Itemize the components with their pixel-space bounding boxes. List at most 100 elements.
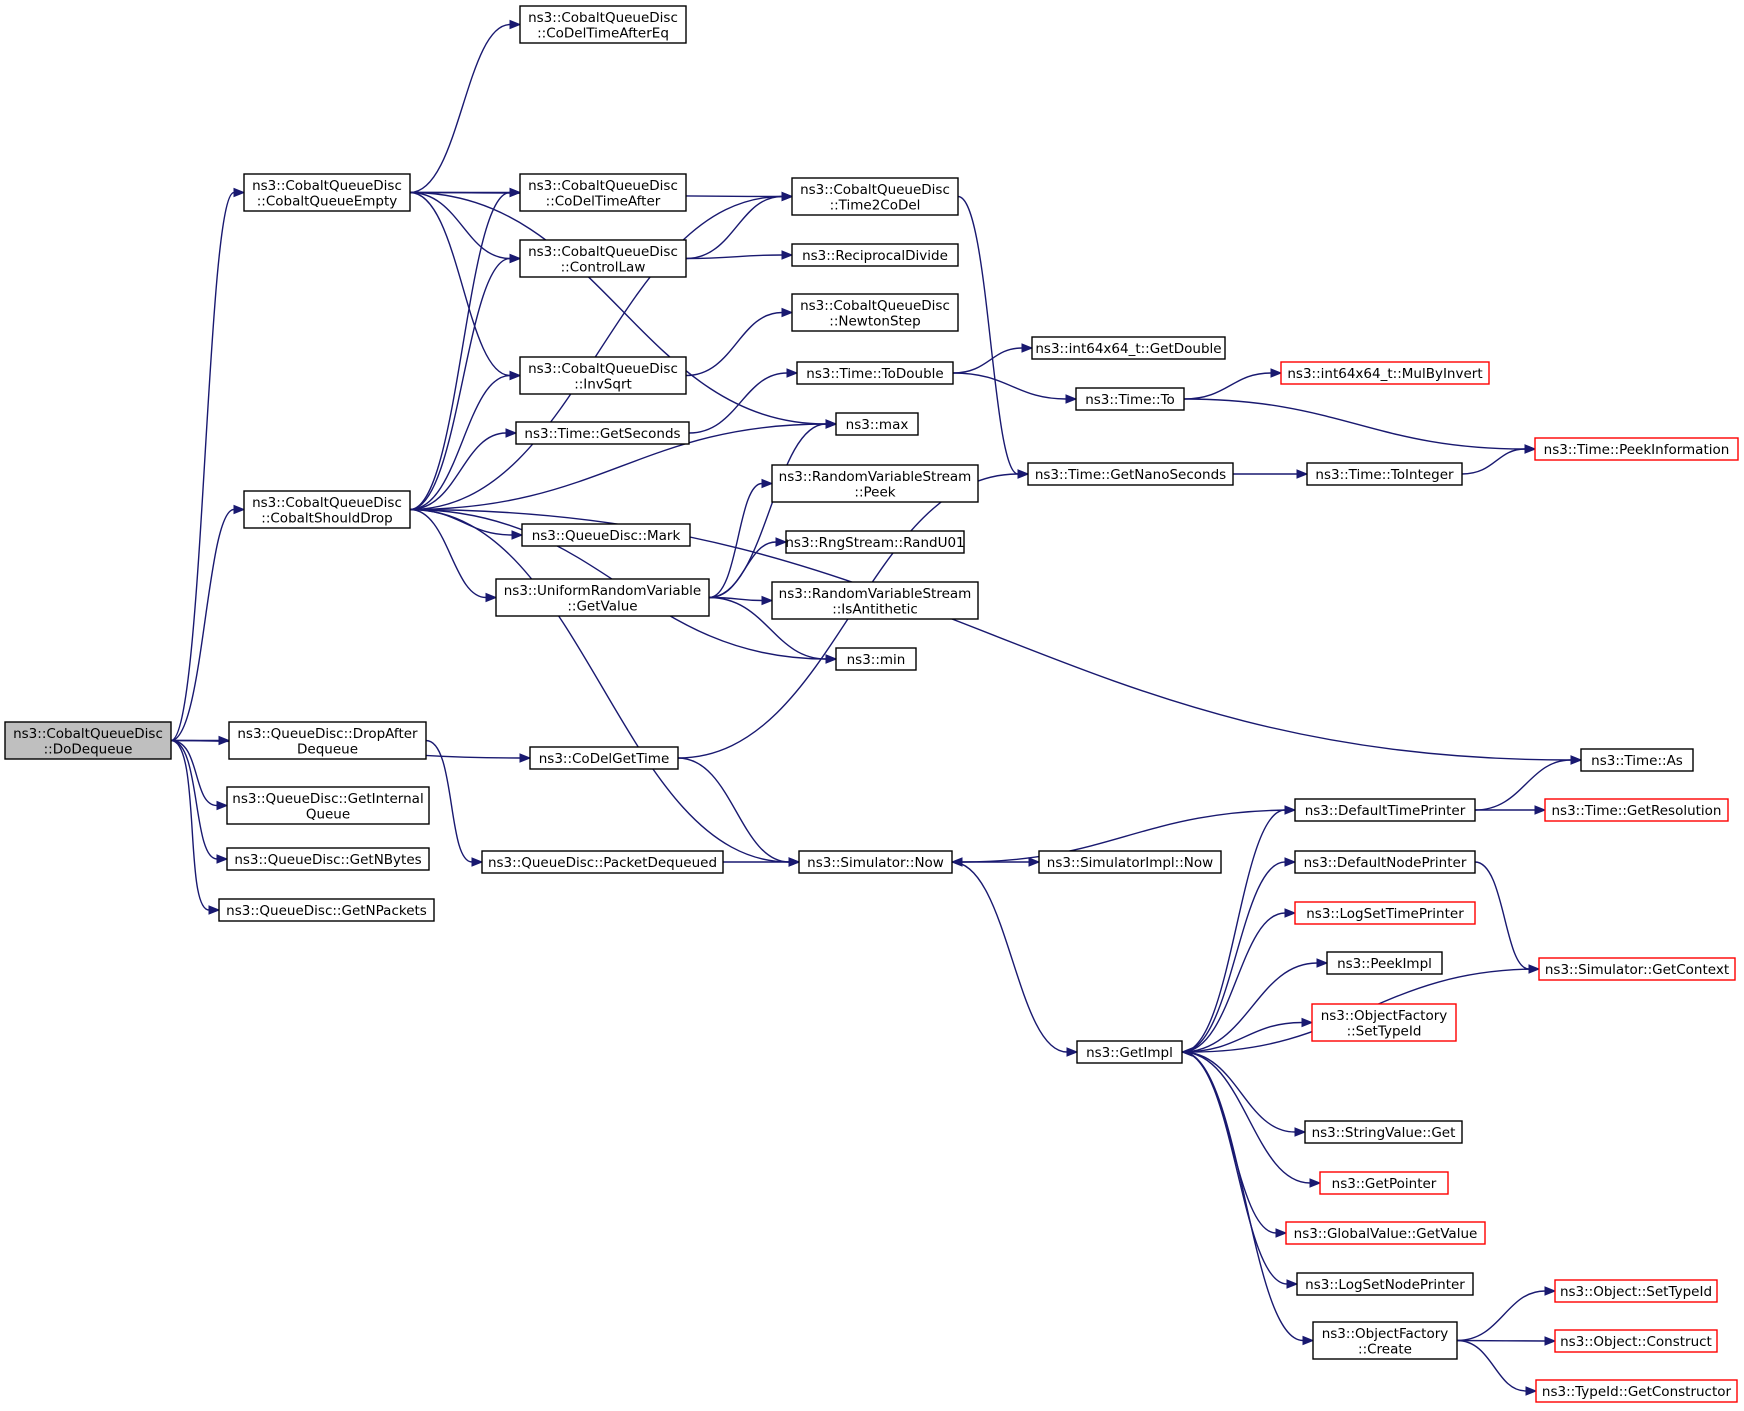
edge-dodequeue-to-cobaltshoulddrop [170,504,246,742]
node-box [228,721,427,760]
node-defaultnodeprinter[interactable]: ns3::DefaultNodePrinter [1294,850,1476,874]
edge-arrowhead [761,595,774,606]
edge-arrowhead [1284,857,1297,867]
node-codelgettime[interactable]: ns3::CoDelGetTime [529,746,679,770]
node-timetointeger[interactable]: ns3::Time::ToInteger [1306,462,1463,486]
node-getcontext[interactable]: ns3::Simulator::GetContext [1538,957,1736,981]
edge-arrowhead [208,905,221,915]
node-label: ns3::ReciprocalDivide [802,248,948,264]
edge-cobaltqueueempty-to-codeltimeaftereq [409,19,522,194]
edge-uniformgetvalue-to-randu01 [708,537,788,599]
node-box [1534,437,1739,461]
node-stringvalueget[interactable]: ns3::StringValue::Get [1304,1120,1463,1144]
edge-line [952,347,1023,374]
edge-cobaltshoulddrop-to-controllaw [409,253,522,511]
node-box [481,850,724,874]
edge-line [951,861,1068,1053]
node-label: ::IsAntithetic [832,601,918,617]
node-timeas[interactable]: ns3::Time::As [1580,748,1694,772]
node-peekimpl[interactable]: ns3::PeekImpl [1326,951,1443,975]
node-label: ns3::CobaltQueueDisc [528,10,678,26]
node-min[interactable]: ns3::min [835,647,917,671]
edge-line [170,739,218,807]
node-isantithetic[interactable]: ns3::RandomVariableStream::IsAntithetic [771,581,979,620]
node-rvspeek[interactable]: ns3::RandomVariableStream::Peek [771,464,979,503]
node-uniformgetvalue[interactable]: ns3::UniformRandomVariable::GetValue [495,578,710,617]
node-box [1554,1329,1718,1353]
edge-cobaltqueueempty-to-controllaw [409,191,522,264]
edge-controllaw-to-reciprocaldivide [685,250,794,260]
node-newtonstep[interactable]: ns3::CobaltQueueDisc::NewtonStep [791,293,959,332]
node-time2codel[interactable]: ns3::CobaltQueueDisc::Time2CoDel [791,177,959,216]
edge-arrowhead [1316,958,1329,968]
node-defaulttimeprinter[interactable]: ns3::DefaultTimePrinter [1294,798,1476,822]
edge-line [170,739,218,860]
node-logsetnodeprinter[interactable]: ns3::LogSetNodePrinter [1296,1272,1474,1296]
node-globalvaluegetvalue[interactable]: ns3::GlobalValue::GetValue [1285,1221,1486,1245]
edge-line [1181,912,1286,1053]
node-getnanoseconds[interactable]: ns3::Time::GetNanoSeconds [1027,462,1234,486]
node-reciprocaldivide[interactable]: ns3::ReciprocalDivide [791,243,959,267]
node-box [798,850,953,874]
node-getnpackets[interactable]: ns3::QueueDisc::GetNPackets [218,898,435,922]
node-simulatornow[interactable]: ns3::Simulator::Now [798,850,953,874]
edge-arrowhead [485,592,498,603]
node-invsqrt[interactable]: ns3::CobaltQueueDisc::InvSqrt [519,356,687,395]
node-label: ns3::max [846,417,909,433]
edge-line [685,311,783,377]
node-controllaw[interactable]: ns3::CobaltQueueDisc::ControlLaw [519,239,687,278]
node-peekinformation[interactable]: ns3::Time::PeekInformation [1534,437,1739,461]
edge-cobaltshoulddrop-to-uniformgetvalue [409,508,498,603]
node-typeidgetconstructor[interactable]: ns3::TypeId::GetConstructor [1535,1379,1738,1403]
edge-arrowhead [1570,755,1583,765]
node-logsettimeprinter[interactable]: ns3::LogSetTimePrinter [1294,901,1476,925]
edge-packetdequeued-to-simulatornow [723,857,801,867]
node-cobaltqueueempty[interactable]: ns3::CobaltQueueDisc::CobaltQueueEmpty [243,173,411,212]
node-dodequeue[interactable]: ns3::CobaltQueueDisc::DoDequeue [4,721,172,760]
node-getnbytes[interactable]: ns3::QueueDisc::GetNBytes [226,847,430,871]
node-label: ns3::GetPointer [1332,1176,1437,1192]
edges-layer [170,19,1583,1396]
node-objectconstruct[interactable]: ns3::Object::Construct [1554,1329,1718,1353]
edge-line [708,596,827,660]
edge-arrowhead [519,753,532,763]
node-label: ns3::Time::As [1591,753,1683,769]
edge-line [1181,1051,1311,1184]
node-cobaltshoulddrop[interactable]: ns3::CobaltQueueDisc::CobaltShouldDrop [243,490,411,529]
node-label: ns3::RandomVariableStream [779,586,972,602]
edge-getimpl-to-objfactorysettypeid [1181,1017,1314,1053]
node-objectsettypeid[interactable]: ns3::Object::SetTypeId [1554,1279,1718,1303]
node-getimpl[interactable]: ns3::GetImpl [1076,1040,1183,1064]
node-label: ns3::CobaltQueueDisc [528,361,678,377]
edge-line [1181,1051,1304,1342]
node-timetodouble[interactable]: ns3::Time::ToDouble [796,361,954,385]
node-packetdequeued[interactable]: ns3::QueueDisc::PacketDequeued [481,850,724,874]
node-objfactorycreate[interactable]: ns3::ObjectFactory::Create [1312,1321,1458,1360]
node-box [1580,748,1694,772]
edge-dodequeue-to-getinternalqueue [170,739,229,811]
node-int64getdouble[interactable]: ns3::int64x64_t::GetDouble [1031,336,1226,360]
node-timegetseconds[interactable]: ns3::Time::GetSeconds [515,421,690,445]
edge-line [708,423,827,599]
node-objfactorysettypeid[interactable]: ns3::ObjectFactory::SetTypeId [1311,1003,1457,1042]
edge-invsqrt-to-newtonstep [685,307,794,377]
node-getpointer[interactable]: ns3::GetPointer [1319,1171,1449,1195]
edge-line [1181,962,1318,1053]
edge-line [952,372,1067,400]
edge-arrowhead [1525,1386,1538,1396]
node-mulbyinvert[interactable]: ns3::int64x64_t::MulByInvert [1280,361,1490,385]
node-max[interactable]: ns3::max [835,412,919,436]
edge-line [1181,861,1286,1053]
node-codeltimeaftereq[interactable]: ns3::CobaltQueueDisc::CoDelTimeAfterEq [519,5,687,44]
edge-line [1183,398,1526,450]
node-label: ::GetValue [567,598,637,614]
node-getresolution[interactable]: ns3::Time::GetResolution [1544,798,1729,822]
node-codeltimeafter[interactable]: ns3::CobaltQueueDisc::CoDelTimeAfter [519,173,687,212]
edge-objfactorycreate-to-objectsettypeid [1456,1286,1557,1342]
node-timeto[interactable]: ns3::Time::To [1075,387,1185,411]
node-simimplnow[interactable]: ns3::SimulatorImpl::Now [1038,850,1222,874]
node-randu01[interactable]: ns3::RngStream::RandU01 [785,530,965,554]
node-queuediscmark[interactable]: ns3::QueueDisc::Mark [521,523,691,547]
